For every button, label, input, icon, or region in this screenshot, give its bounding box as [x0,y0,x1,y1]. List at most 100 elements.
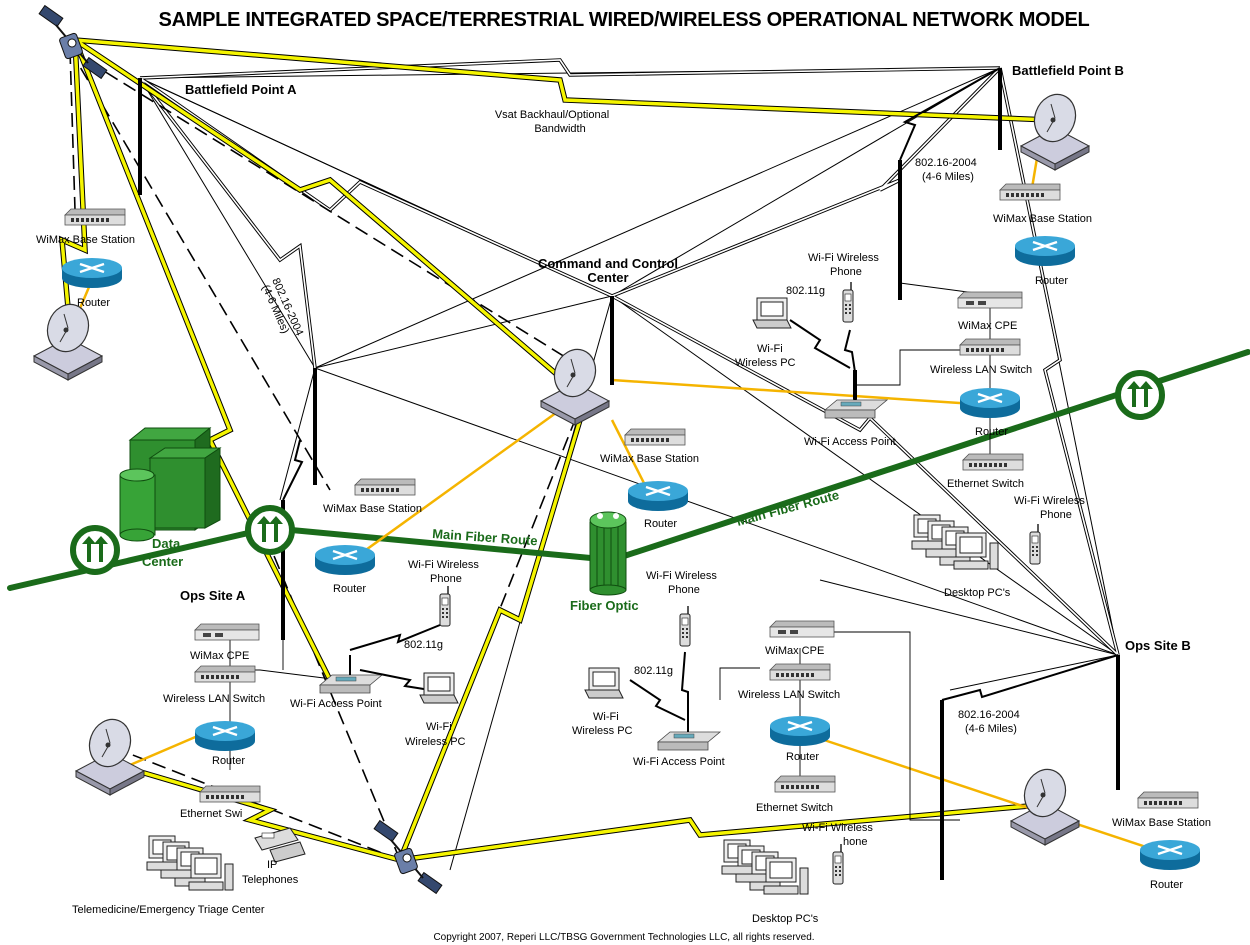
data-center-icon [119,426,222,542]
device-label: WiMax CPE [190,650,249,662]
device-label: Wi-Fi Access Point [290,698,382,710]
device-label: Wi-Fi [426,721,452,733]
router-icon [60,256,124,290]
device-label: WiMax Base Station [1112,817,1211,829]
device-label: Wireless PC [572,725,633,737]
fiber-route-label-right: Main Fiber Route [735,487,841,529]
device-label: Router [333,583,366,595]
device-label: Wireless LAN Switch [930,364,1032,376]
dish-icon [33,298,103,381]
device-label: Wi-Fi Wireless [808,252,879,264]
desktop-cluster-icon [911,514,999,570]
device-label: Router [644,518,677,530]
device-label: Ethernet Switch [947,478,1024,490]
dish-icon [540,343,610,426]
pc-icon [584,667,624,699]
device-label: Wi-Fi Wireless [408,559,479,571]
switch-icon [194,665,256,683]
site-label-battlefield-b: Battlefield Point B [1012,63,1124,78]
device-label: Router [975,426,1008,438]
fiber-hub-icon [1118,373,1162,417]
tower-icon [138,68,1120,880]
desktop-cluster-icon [146,835,234,891]
wimax-link-label-c-2: (4-6 Miles) [965,723,1017,735]
data-center-label: Data [152,536,181,551]
device-label: Phone [830,266,862,278]
cpe-icon [194,623,260,641]
device-label: WiMax Base Station [600,453,699,465]
cpe-icon [769,620,835,638]
cpe-icon [957,291,1023,309]
device-label: Wi-Fi Wireless [802,822,873,834]
switch-icon [774,775,836,793]
router-icon [1013,234,1077,268]
device-label: WiMax CPE [958,320,1017,332]
phone-icon [439,585,451,627]
access-point-icon [824,379,888,419]
device-label: Wireless PC [735,357,796,369]
data-center-label-2: Center [142,554,183,569]
device-label: WiMax CPE [765,645,824,657]
access-point-icon [657,711,721,751]
router-icon [958,386,1022,420]
wifi-label-cc: 802.11g [786,285,825,297]
router-icon [193,719,257,753]
satellite-link-yellow [59,38,1051,862]
device-label: WiMax Base Station [993,213,1092,225]
site-label-ops-a: Ops Site A [180,588,246,603]
pc-icon [752,297,792,329]
device-label: IP [267,859,277,871]
site-label-ops-b: Ops Site B [1125,638,1191,653]
diagram-title: SAMPLE INTEGRATED SPACE/TERRESTRIAL WIRE… [159,9,1090,31]
switch-icon [624,428,686,446]
device-label: Ethernet Switch [756,802,833,814]
device-label: Wi-Fi Wireless [1014,495,1085,507]
router-icon [768,714,832,748]
vsat-label: Vsat Backhaul/Optional [495,109,609,121]
site-label-command-center: Center [587,270,628,285]
device-label: Wireless LAN Switch [163,693,265,705]
device-label: Router [1035,275,1068,287]
switch-icon [64,208,126,226]
vsat-label-2: Bandwidth [534,123,585,135]
device-label: Wi-Fi Access Point [804,436,896,448]
device-label: Telemedicine/Emergency Triage Center [72,904,265,916]
switch-icon [959,338,1021,356]
switch-icon [1137,791,1199,809]
fiber-hub-icon [73,528,117,572]
device-label: Wi-Fi [593,711,619,723]
device-label: Wi-Fi Access Point [633,756,725,768]
copyright-footer: Copyright 2007, Reperi LLC/TBSG Governme… [433,932,814,943]
device-label: Phone [430,573,462,585]
device-label: Desktop PC's [752,913,819,925]
fiber-route-label-left: Main Fiber Route [432,526,538,548]
device-label: Wireless LAN Switch [738,689,840,701]
ethernet-links [68,139,1171,857]
fiber-optic-icon [589,511,627,596]
wifi-label-a: 802.11g [404,639,443,651]
device-label: Ethernet Swi [180,808,242,820]
phone-icon [1029,523,1041,565]
desktop-cluster-icon [721,839,809,895]
device-label: Router [212,755,245,767]
router-icon [1138,838,1202,872]
device-label: WiMax Base Station [323,503,422,515]
phone-icon [832,843,844,885]
device-label: Router [786,751,819,763]
device-label: Router [77,297,110,309]
router-icon [626,479,690,513]
wimax-link-label-c: 802.16-2004 [958,709,1020,721]
device-label: Desktop PC's [944,587,1011,599]
device-label: Wi-Fi Wireless [646,570,717,582]
device-label: Wireless PC [405,736,466,748]
site-label-command: Command and Control [538,256,678,271]
device-label: Telephones [242,874,299,886]
device-label: Wi-Fi [757,343,783,355]
switch-icon [354,478,416,496]
phone-icon [842,281,854,323]
switch-icon [999,183,1061,201]
site-label-battlefield-a: Battlefield Point A [185,82,297,97]
device-label: Phone [668,584,700,596]
ip-phone-icon [254,827,306,863]
